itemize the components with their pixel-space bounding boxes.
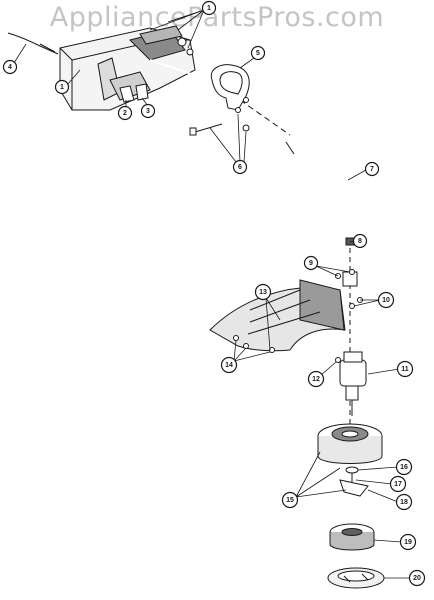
callout-number: 11 bbox=[401, 366, 409, 373]
callout-number: 16 bbox=[400, 464, 408, 471]
callout-number: 20 bbox=[413, 575, 421, 582]
callout-circle bbox=[140, 103, 156, 119]
callout-circle bbox=[2, 59, 18, 75]
trimmer-spool bbox=[329, 523, 375, 551]
callout-c12: 12 bbox=[307, 370, 325, 388]
callout-c16: 16 bbox=[395, 458, 413, 476]
throttle-cable bbox=[7, 32, 59, 55]
callout-circle bbox=[232, 159, 248, 175]
callout-circle bbox=[54, 79, 70, 95]
callout-circle bbox=[389, 475, 407, 493]
trigger-assembly bbox=[119, 83, 149, 103]
drive-housing bbox=[335, 351, 367, 416]
handle-screws bbox=[189, 97, 250, 136]
callout-c7: 7 bbox=[364, 161, 380, 177]
callout-c13: 13 bbox=[254, 283, 272, 301]
callout-number: 14 bbox=[225, 362, 233, 369]
lower-shaft bbox=[285, 141, 355, 246]
callout-number: 13 bbox=[259, 289, 267, 296]
callout-c19: 19 bbox=[399, 533, 417, 551]
callout-circle bbox=[281, 491, 299, 509]
callout-number: 15 bbox=[286, 497, 294, 504]
callout-c1a: 1 bbox=[201, 0, 217, 16]
callout-c9: 9 bbox=[303, 255, 319, 271]
spool-housing bbox=[317, 423, 383, 497]
callout-circle bbox=[396, 360, 414, 378]
callout-number: 19 bbox=[404, 539, 412, 546]
callout-circle bbox=[250, 45, 266, 61]
callout-c14: 14 bbox=[220, 356, 238, 374]
callout-c15: 15 bbox=[281, 491, 299, 509]
debris-shield bbox=[209, 279, 346, 353]
callout-circle bbox=[303, 255, 319, 271]
callout-c20: 20 bbox=[408, 569, 426, 587]
callout-number: 6 bbox=[238, 164, 242, 171]
callout-number: 7 bbox=[370, 166, 374, 173]
callout-number: 9 bbox=[309, 260, 313, 267]
callout-c6: 6 bbox=[232, 159, 248, 175]
watermark: AppliancePartsPros.com bbox=[49, 2, 385, 33]
callout-c18: 18 bbox=[395, 493, 413, 511]
callout-number: 8 bbox=[358, 238, 362, 245]
callout-circle bbox=[117, 105, 133, 121]
leader-lines bbox=[13, 9, 410, 579]
callout-circle bbox=[377, 291, 395, 309]
callout-circle bbox=[254, 283, 272, 301]
callout-c5: 5 bbox=[250, 45, 266, 61]
callout-number: 12 bbox=[312, 376, 320, 383]
callout-c1b: 1 bbox=[54, 79, 70, 95]
callout-number: 18 bbox=[400, 499, 408, 506]
callout-circle bbox=[201, 0, 217, 16]
callout-c17: 17 bbox=[389, 475, 407, 493]
callout-number: 3 bbox=[146, 108, 150, 115]
callout-circle bbox=[307, 370, 325, 388]
callout-c3: 3 bbox=[140, 103, 156, 119]
callout-number: 4 bbox=[8, 64, 12, 71]
callout-circle bbox=[399, 533, 417, 551]
callout-number: 2 bbox=[123, 110, 127, 117]
shaft-clamp bbox=[335, 269, 363, 309]
callout-c4: 4 bbox=[2, 59, 18, 75]
callout-c10: 10 bbox=[377, 291, 395, 309]
spool-cover bbox=[327, 567, 385, 589]
callout-number: 10 bbox=[382, 297, 390, 304]
assist-handle bbox=[210, 64, 250, 111]
callout-c2: 2 bbox=[117, 105, 133, 121]
callout-circle bbox=[395, 458, 413, 476]
callout-number: 1 bbox=[207, 5, 211, 12]
callout-c11: 11 bbox=[396, 360, 414, 378]
callout-number: 17 bbox=[394, 481, 402, 488]
callout-number: 1 bbox=[60, 84, 64, 91]
callout-number: 5 bbox=[256, 50, 260, 57]
callout-circle bbox=[408, 569, 426, 587]
callout-circle bbox=[220, 356, 238, 374]
callout-circle bbox=[364, 161, 380, 177]
callout-circle bbox=[352, 233, 368, 249]
callout-circle bbox=[395, 493, 413, 511]
callout-c8: 8 bbox=[352, 233, 368, 249]
